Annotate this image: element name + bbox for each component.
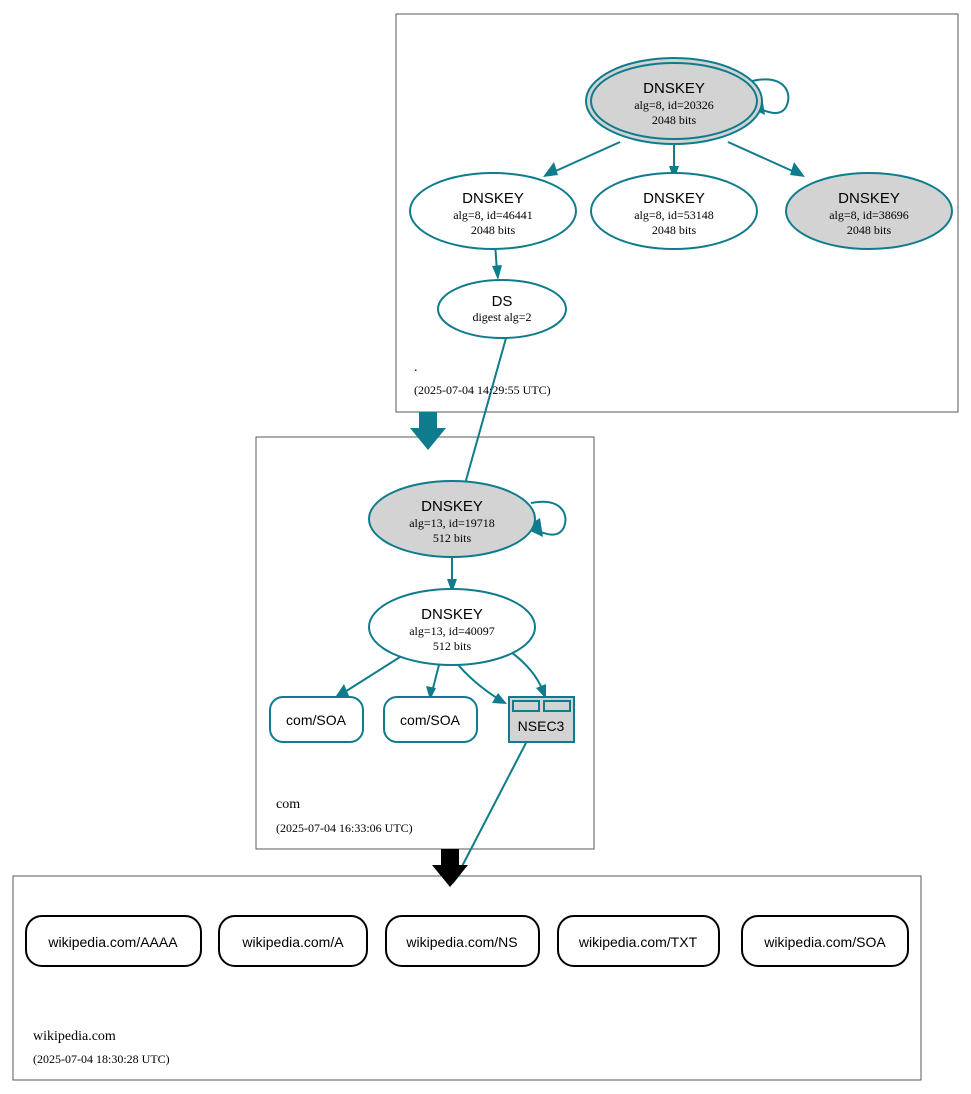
node-shape: [409, 172, 577, 250]
node-wikipedia-aaaa[interactable]: wikipedia.com/AAAA: [25, 915, 202, 967]
node-title: DNSKEY: [643, 80, 705, 97]
node-shape: [383, 696, 478, 743]
node-params: alg=13, id=19718: [409, 516, 495, 530]
node-root-zsk-46441[interactable]: DNSKEY alg=8, id=46441 2048 bits: [409, 172, 577, 250]
node-root-ds[interactable]: DS digest alg=2: [437, 279, 567, 339]
zone-transition-root-to-com: [410, 412, 446, 450]
node-shape-inner: [590, 62, 758, 140]
node-title: wikipedia.com/TXT: [578, 934, 698, 950]
node-title: DNSKEY: [421, 498, 483, 515]
zone-name: .: [414, 360, 418, 375]
node-shape: [368, 480, 536, 558]
node-shape: [590, 172, 758, 250]
zone-timestamp: (2025-07-04 18:30:28 UTC): [33, 1052, 170, 1066]
zone-label-com: com (2025-07-04 16:33:06 UTC): [276, 797, 413, 835]
node-com-zsk-40097[interactable]: DNSKEY alg=13, id=40097 512 bits: [368, 588, 536, 666]
node-shape: [385, 915, 540, 967]
node-params: alg=8, id=20326: [634, 98, 714, 112]
node-wikipedia-a[interactable]: wikipedia.com/A: [218, 915, 368, 967]
edge-root-ksk-to-zsk-38696: [727, 141, 805, 177]
zone-label-root: . (2025-07-04 14:29:55 UTC): [414, 360, 551, 397]
node-shape: [368, 588, 536, 666]
node-title: DNSKEY: [838, 190, 900, 207]
node-title: com/SOA: [286, 712, 347, 728]
node-title: wikipedia.com/SOA: [763, 934, 886, 950]
node-title: wikipedia.com/AAAA: [47, 934, 178, 950]
node-title: DNSKEY: [462, 190, 524, 207]
edge-root-ksk-to-zsk-46441: [543, 141, 621, 177]
node-shape: [269, 696, 364, 743]
edge-com-zsk-to-soa-1: [334, 656, 401, 699]
node-shape: [557, 915, 720, 967]
node-size: 2048 bits: [471, 223, 516, 237]
node-cell-left: [512, 700, 540, 712]
node-params: alg=8, id=38696: [829, 208, 909, 222]
node-title: DNSKEY: [421, 606, 483, 623]
node-params: alg=13, id=40097: [409, 624, 495, 638]
node-shape: [25, 915, 202, 967]
node-size: 2048 bits: [847, 223, 892, 237]
node-com-nsec3[interactable]: NSEC3: [508, 696, 575, 743]
node-shape: [785, 172, 953, 250]
node-params: digest alg=2: [472, 310, 531, 324]
node-com-soa-2[interactable]: com/SOA: [383, 696, 478, 743]
node-size: 512 bits: [433, 639, 472, 653]
zone-name: com: [276, 797, 300, 812]
node-shape: [218, 915, 368, 967]
node-title: wikipedia.com/NS: [405, 934, 517, 950]
node-size: 2048 bits: [652, 223, 697, 237]
node-root-zsk-38696[interactable]: DNSKEY alg=8, id=38696 2048 bits: [785, 172, 953, 250]
node-title: NSEC3: [518, 718, 565, 734]
node-params: alg=8, id=46441: [453, 208, 533, 222]
node-com-ksk-19718[interactable]: DNSKEY alg=13, id=19718 512 bits: [368, 480, 536, 558]
node-wikipedia-soa[interactable]: wikipedia.com/SOA: [741, 915, 909, 967]
zone-timestamp: (2025-07-04 14:29:55 UTC): [414, 383, 551, 397]
node-size: 512 bits: [433, 531, 472, 545]
node-size: 2048 bits: [652, 113, 697, 127]
zone-box-wikipedia-com: [12, 875, 922, 1081]
node-params: alg=8, id=53148: [634, 208, 714, 222]
node-root-zsk-53148[interactable]: DNSKEY alg=8, id=53148 2048 bits: [590, 172, 758, 250]
zone-transition-com-to-wikipedia-com: [432, 849, 468, 887]
zone-name: wikipedia.com: [33, 1029, 116, 1044]
node-wikipedia-ns[interactable]: wikipedia.com/NS: [385, 915, 540, 967]
zone-timestamp: (2025-07-04 16:33:06 UTC): [276, 821, 413, 835]
node-shape: [437, 279, 567, 339]
node-wikipedia-txt[interactable]: wikipedia.com/TXT: [557, 915, 720, 967]
node-title: com/SOA: [400, 712, 461, 728]
edge-com-zsk-to-soa-2: [426, 660, 441, 700]
node-title: DS: [492, 293, 513, 310]
node-cell-right: [543, 700, 571, 712]
edge-group-com: [334, 500, 567, 884]
node-title: wikipedia.com/A: [241, 934, 344, 950]
node-shape: [741, 915, 909, 967]
zone-label-wikipedia-com: wikipedia.com (2025-07-04 18:30:28 UTC): [33, 1029, 170, 1066]
node-root-ksk-20326[interactable]: DNSKEY alg=8, id=20326 2048 bits: [585, 57, 763, 145]
node-title: DNSKEY: [643, 190, 705, 207]
node-com-soa-1[interactable]: com/SOA: [269, 696, 364, 743]
